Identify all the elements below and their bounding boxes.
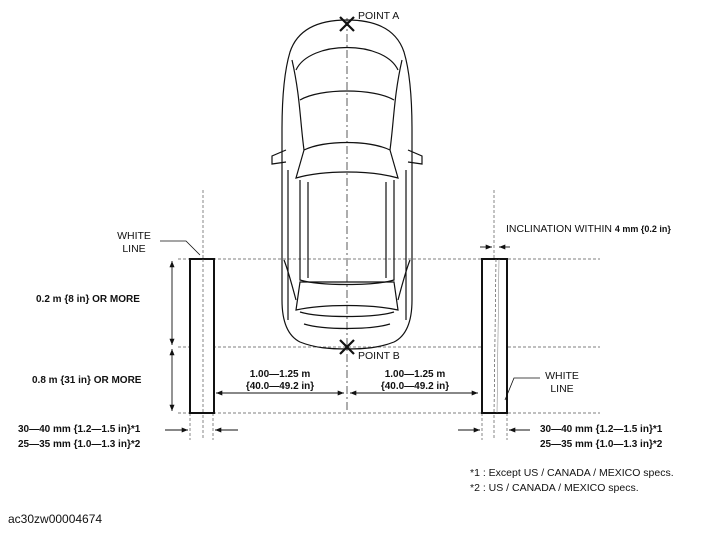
footnote-2: *2 : US / CANADA / MEXICO specs. — [470, 482, 639, 494]
point-b-label: POINT B — [358, 350, 400, 362]
vehicle-top-view — [271, 19, 423, 350]
inclination-label: INCLINATION WITHIN 4 mm {0.2 in} — [506, 223, 671, 236]
white-line-left — [189, 258, 215, 414]
gap-right-label-1: 1.00—1.25 m — [384, 369, 446, 380]
width-left-label-1: 30—40 mm {1.2—1.5 in}*1 — [18, 424, 141, 435]
white-line-right-label-1: WHITE — [545, 370, 579, 382]
white-line-right-label-2: LINE — [550, 383, 574, 395]
point-a-label: POINT A — [358, 10, 400, 22]
white-line-right — [481, 258, 508, 414]
white-line-left-label-2: LINE — [122, 243, 146, 255]
inclination-text: INCLINATION WITHIN — [506, 223, 612, 235]
point-a-marker — [339, 16, 355, 32]
width-left-label-2: 25—35 mm {1.0—1.3 in}*2 — [18, 439, 141, 450]
gap-left-label-2: {40.0—49.2 in} — [245, 381, 315, 392]
upper-distance-label: 0.2 m {8 in} OR MORE — [36, 294, 140, 305]
width-right-label-2: 25—35 mm {1.0—1.3 in}*2 — [540, 439, 663, 450]
footnote-1: *1 : Except US / CANADA / MEXICO specs. — [470, 467, 674, 479]
white-line-left-label-1: WHITE — [117, 230, 151, 242]
inclination-value: 4 mm {0.2 in} — [614, 224, 671, 234]
gap-right-label-2: {40.0—49.2 in} — [380, 381, 450, 392]
width-right-label-1: 30—40 mm {1.2—1.5 in}*1 — [540, 424, 663, 435]
gap-left-label-1: 1.00—1.25 m — [249, 369, 311, 380]
figure-id: ac30zw00004674 — [8, 512, 103, 526]
point-b-marker — [339, 339, 355, 355]
lower-distance-label: 0.8 m {31 in} OR MORE — [32, 375, 142, 386]
